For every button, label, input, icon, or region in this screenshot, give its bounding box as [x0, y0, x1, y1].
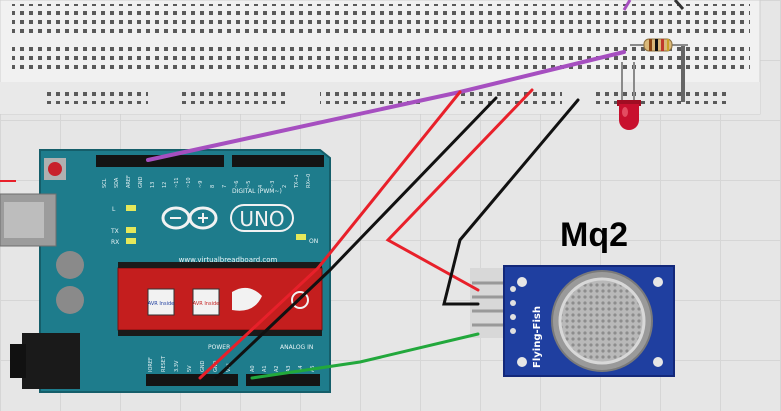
- wire-black-gnd-sensor[interactable]: [442, 98, 580, 306]
- pin-label: 7: [222, 185, 228, 188]
- avr-badge: AVR Inside: [192, 288, 220, 316]
- pin-label: IOREF: [148, 357, 154, 372]
- pin-label: GND: [138, 176, 144, 188]
- led-l-label: L: [112, 206, 116, 213]
- power-label: POWER: [208, 344, 230, 351]
- pin-label: TX→1: [294, 174, 300, 189]
- website-label: www.virtualbreadboard.com: [179, 256, 278, 264]
- capacitor: [56, 251, 84, 279]
- pin-label: ~5: [246, 181, 252, 188]
- breadboard: [0, 0, 761, 115]
- pin-label: RX←0: [306, 174, 312, 188]
- pin-label: 5V: [187, 365, 193, 372]
- pin-label: AREF: [126, 175, 132, 188]
- breadboard-power-rail: [458, 88, 562, 104]
- pin-label: SCL: [102, 178, 108, 188]
- arduino-uno-board[interactable]: AVR Inside AVR Inside UNO www.virtualbre…: [0, 149, 331, 393]
- pin-label: ~3: [270, 181, 276, 188]
- uno-badge: [230, 204, 294, 232]
- wire-black-top[interactable]: [673, 0, 685, 10]
- svg-text:AVR Inside: AVR Inside: [193, 301, 219, 307]
- pin-label: ~6: [234, 181, 240, 188]
- flame-logo: [232, 287, 262, 311]
- breadboard-power-rail: [596, 88, 726, 104]
- pin-label: ~9: [198, 181, 204, 188]
- digital-label: DIGITAL (PWM~): [232, 188, 282, 195]
- pin-label: GND: [200, 360, 206, 372]
- pin-label: A4: [298, 365, 304, 372]
- pin-label: SDA: [114, 177, 120, 188]
- pin-label: ~10: [186, 177, 192, 188]
- resistor[interactable]: [630, 38, 688, 52]
- svg-text:AVR Inside: AVR Inside: [148, 301, 174, 307]
- breadboard-power-rail: [182, 88, 286, 104]
- capacitor: [56, 286, 84, 314]
- led-rx-label: RX: [111, 239, 119, 246]
- led-tx-indicator: [126, 227, 136, 233]
- chip-mark: [291, 291, 309, 309]
- avr-badge: AVR Inside: [147, 288, 175, 316]
- pin-label: ~11: [174, 177, 180, 188]
- breadboard-terminal-rows: [12, 4, 750, 36]
- breadboard-power-rail: [44, 88, 148, 104]
- top-pin-labels: SCL SDA AREF GND 13 12 ~11 ~10 ~9 8 7 ~6 ~5 4 ~3 2 TX→1 R…: [102, 174, 312, 189]
- pin-label: 13: [150, 182, 156, 188]
- pin-label: RESET: [161, 355, 167, 372]
- led-tx-label: TX: [110, 228, 119, 235]
- uno-label: UNO: [239, 207, 284, 231]
- wire-purple-top[interactable]: [622, 0, 632, 11]
- led-on-label: ON: [309, 238, 318, 245]
- wire-green-analog[interactable]: [250, 332, 480, 380]
- pin-label: A2: [274, 365, 280, 372]
- analog-label: ANALOG IN: [280, 344, 313, 351]
- header-power: [146, 374, 238, 386]
- pin-label: 4: [258, 185, 264, 188]
- power-jack: [22, 333, 80, 389]
- pin-label: 3.3V: [174, 360, 180, 372]
- pin-label: 12: [162, 182, 168, 188]
- pin-label: 2: [282, 185, 288, 188]
- arduino-logo-icon: [161, 206, 218, 230]
- breadboard-terminal-rows-lower: [12, 42, 750, 72]
- sensor-title: Mq2: [560, 216, 628, 254]
- pin-label: A0: [250, 365, 256, 372]
- breadboard-power-rail: [320, 88, 424, 104]
- pin-label: A3: [286, 365, 292, 372]
- gas-sensor-mesh: [558, 277, 646, 365]
- mq2-sensor-module[interactable]: Flying-Fish: [470, 265, 675, 377]
- pin-label: GND: [213, 360, 219, 372]
- pin-label: 8: [210, 185, 216, 188]
- header-top-right: [232, 155, 324, 167]
- pin-label: A1: [262, 365, 268, 372]
- sensor-brand-label: Flying-Fish: [532, 306, 543, 368]
- led-red[interactable]: [617, 100, 641, 130]
- led-rx-indicator: [126, 238, 136, 244]
- header-top-left: [96, 155, 224, 167]
- wire-red-vcc-sensor[interactable]: [385, 88, 534, 292]
- led-l-indicator: [126, 205, 136, 211]
- wire-black-gnd[interactable]: [214, 96, 498, 380]
- wire-red-5v[interactable]: [198, 90, 462, 380]
- led-on-indicator: [296, 234, 306, 240]
